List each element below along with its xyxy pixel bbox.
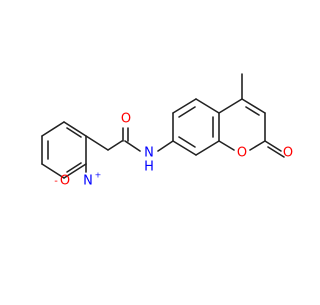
bond (218, 98, 243, 114)
bond (66, 162, 82, 173)
ring-oxygen-label: O (237, 146, 247, 161)
bond (218, 140, 235, 151)
structure-svg: O N H N + O - O O (41, 73, 293, 189)
bonds (41, 73, 285, 179)
nitro-nitrogen-label: N (83, 174, 93, 189)
bond (172, 140, 197, 156)
bond (195, 140, 220, 156)
amide-oxygen-label: O (121, 112, 131, 127)
bond (63, 121, 87, 137)
bond (241, 98, 266, 114)
nitro-minus-label: - (54, 176, 58, 187)
amide-hydrogen-label: H (144, 160, 154, 175)
bond (157, 140, 174, 152)
bond (264, 140, 282, 152)
nitro-oxygen-label: O (60, 174, 70, 189)
bond (195, 98, 220, 114)
molecule-diagram: O N H N + O - O O (41, 73, 293, 189)
amide-nitrogen-label: N (144, 146, 154, 161)
bond (107, 140, 123, 151)
bond (178, 136, 196, 148)
bond (245, 106, 260, 116)
bond (66, 127, 82, 138)
bond (249, 140, 266, 151)
bond (41, 163, 65, 179)
nitro-plus-label: + (95, 171, 102, 180)
bond (124, 140, 141, 152)
lactone-oxygen-label: O (283, 146, 293, 161)
bond (267, 146, 285, 158)
bond (172, 98, 197, 114)
bond (85, 135, 109, 151)
bond (41, 121, 65, 137)
bond (178, 106, 196, 118)
atom-labels: O N H N + O - O O (54, 112, 293, 189)
bond (63, 163, 87, 179)
